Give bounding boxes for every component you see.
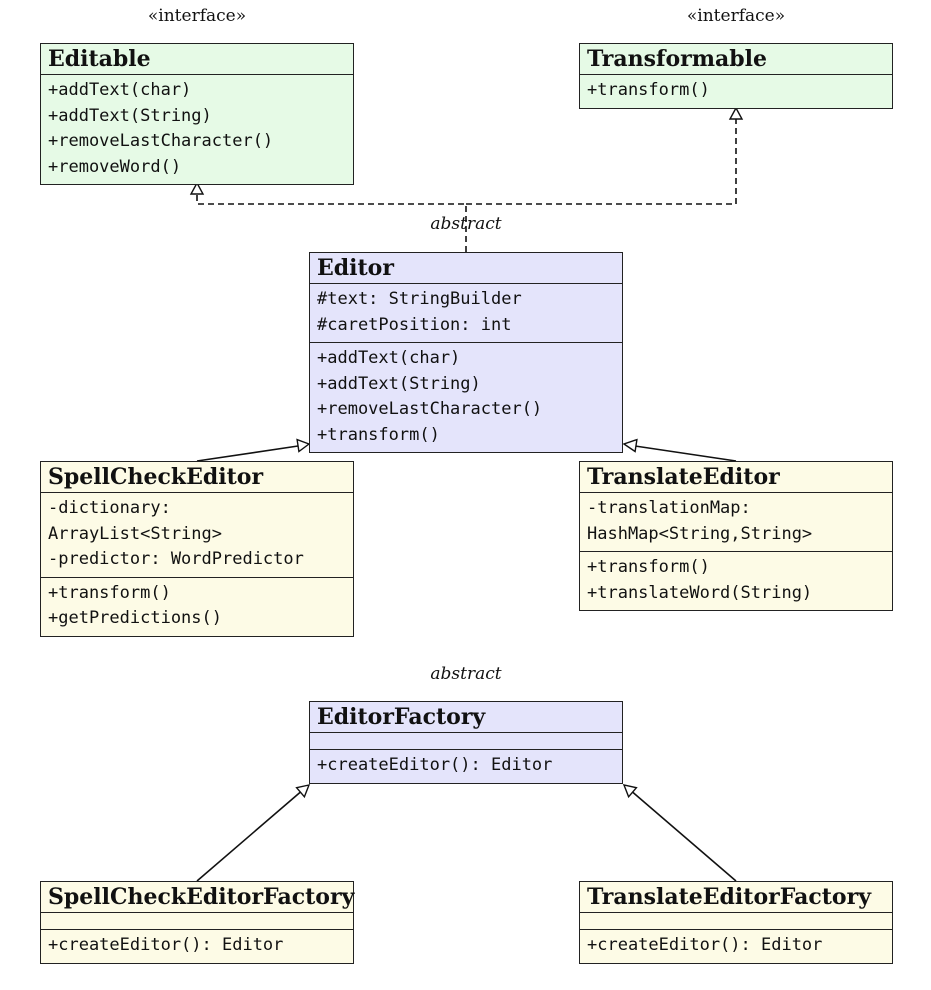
attribute: -dictionary: [48,498,171,518]
operations-compartment: +createEditor(): Editor [580,930,892,963]
class-editorfactory[interactable]: EditorFactory +createEditor(): Editor [309,701,623,784]
operations-compartment: +createEditor(): Editor [310,750,622,783]
generalization-arrowhead-spellcheckeditor [296,438,311,453]
operation: +removeWord() [48,156,182,177]
operation: +addText(char) [48,80,192,100]
transformable-stereotype: «interface» [686,6,786,26]
class-name: Transformable [580,44,892,75]
class-transformable[interactable]: Transformable +transform() [579,43,893,109]
operations-compartment: +addText(char) +addText(String) +removeL… [41,75,353,184]
class-name: TranslateEditor [580,462,892,493]
attributes-compartment: -translationMap: HashMap<String,String> [580,493,892,552]
operation: +addText(char) [317,348,461,368]
operations-compartment: +addText(char) +addText(String) +removeL… [310,343,622,452]
class-spellcheckeditorfactory[interactable]: SpellCheckEditorFactory +createEditor():… [40,881,354,964]
editorfactory-stereotype: abstract [430,664,502,684]
class-translateeditor[interactable]: TranslateEditor -translationMap: HashMap… [579,461,893,611]
editor-stereotype: abstract [430,214,502,234]
operation: +addText(String) [48,105,212,126]
operation: +getPredictions() [48,608,222,628]
attributes-compartment [310,733,622,750]
attribute: -translationMap: [587,498,751,518]
operation: +createEditor(): Editor [48,935,284,955]
attributes-compartment [41,913,353,930]
operation: +removeLastCharacter() [317,399,543,419]
attribute: HashMap<String,String> [587,523,813,544]
generalization-translateeditorfactory-editorfactory [631,791,737,882]
operations-compartment: +transform() +translateWord(String) [580,552,892,610]
attributes-compartment [580,913,892,930]
class-translateeditorfactory[interactable]: TranslateEditorFactory +createEditor(): … [579,881,893,964]
class-name: SpellCheckEditorFactory [41,882,354,913]
operation: +transform() [317,424,440,445]
operations-compartment: +transform() [580,75,892,108]
class-name: Editor [310,253,622,284]
realization-arrowhead-transformable [728,106,744,120]
attributes-compartment: -dictionary: ArrayList<String> -predicto… [41,493,353,578]
realization-editor-transformable [466,119,737,205]
attribute: #text: StringBuilder [317,289,522,309]
generalization-spellcheckeditorfactory-editorfactory [196,791,302,882]
class-name: SpellCheckEditor [41,462,353,493]
operation: +translateWord(String) [587,582,813,603]
class-spellcheckeditor[interactable]: SpellCheckEditor -dictionary: ArrayList<… [40,461,354,637]
operations-compartment: +createEditor(): Editor [41,930,353,963]
generalization-arrowhead-spellcheckeditorfactory [295,784,311,799]
attribute: #caretPosition: int [317,314,512,335]
operation: +addText(String) [317,373,481,394]
operation: +createEditor(): Editor [317,755,553,775]
class-name: EditorFactory [310,702,622,733]
operation: +transform() [587,557,710,577]
generalization-arrowhead-translateeditor [622,438,638,453]
class-name: TranslateEditorFactory [580,882,892,913]
operation: +removeLastCharacter() [48,131,274,151]
class-editable[interactable]: Editable +addText(char) +addText(String)… [40,43,354,185]
operation: +createEditor(): Editor [587,935,823,955]
operation: +transform() [48,582,171,603]
attribute: ArrayList<String> [48,523,222,544]
class-name: Editable [41,44,353,75]
operation: +transform() [587,80,710,100]
attribute: -predictor: WordPredictor [48,549,304,569]
attributes-compartment: #text: StringBuilder #caretPosition: int [310,284,622,343]
realization-editor-editable [196,194,467,252]
generalization-spellcheckeditor-editor [196,445,299,462]
editable-stereotype: «interface» [147,6,247,26]
realization-arrowhead-editable [189,181,205,195]
generalization-arrowhead-translateeditorfactory [622,784,638,799]
class-editor[interactable]: Editor #text: StringBuilder #caretPositi… [309,252,623,453]
generalization-translateeditor-editor [634,445,737,462]
operations-compartment: +transform() +getPredictions() [41,578,353,636]
